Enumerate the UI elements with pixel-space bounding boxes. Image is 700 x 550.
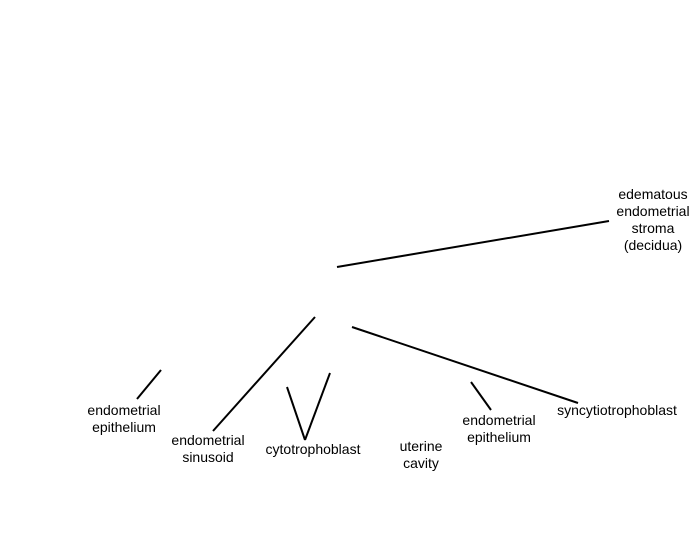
leader-line-stroma: [336, 220, 610, 268]
label-endometrial-epithelium-left: endometrial epithelium: [87, 402, 161, 435]
label-syncytiotrophoblast: syncytiotrophoblast: [557, 402, 677, 418]
leader-line-epithelium-right: [470, 381, 492, 411]
label-uterine-cavity: uterine cavity: [399, 438, 443, 471]
leader-line-cytotrophoblast-right: [304, 372, 331, 441]
label-cytotrophoblast: cytotrophoblast: [265, 441, 361, 457]
leader-line-cytotrophoblast-left: [286, 386, 306, 441]
label-edematous-endometrial-stroma: edematous endometrial stroma (decidua): [616, 186, 690, 253]
leader-line-sinusoid: [212, 316, 316, 432]
label-endometrial-epithelium-right: endometrial epithelium: [462, 412, 536, 445]
leader-line-epithelium-left: [136, 369, 162, 400]
label-endometrial-sinusoid: endometrial sinusoid: [171, 432, 245, 465]
leader-line-syncytiotrophoblast: [351, 326, 579, 404]
